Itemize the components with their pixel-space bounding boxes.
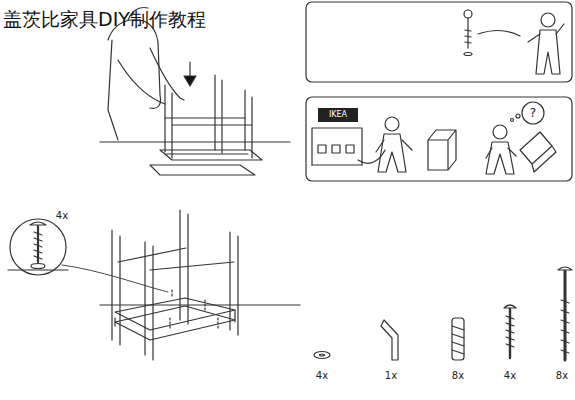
store-sign-text: IKEA xyxy=(328,110,348,120)
screw-callout xyxy=(8,219,168,292)
quantity-label: 8x xyxy=(555,370,569,382)
quantity-label: 4x xyxy=(315,370,329,382)
instruction-panel xyxy=(306,97,572,181)
quantity-label: 8x xyxy=(451,370,465,382)
question-mark: ? xyxy=(529,106,537,120)
store-sign xyxy=(318,108,358,122)
quantity-callout: 4x xyxy=(55,210,69,222)
stool-frame xyxy=(100,210,300,360)
quantity-label: 1x xyxy=(384,370,398,382)
instruction-panel xyxy=(306,2,572,82)
person-with-stool xyxy=(100,8,290,176)
quantity-label: 4x xyxy=(503,370,517,382)
page-title: 盖茨比家具DIY制作教程 xyxy=(3,10,206,29)
parts-list xyxy=(314,267,572,360)
